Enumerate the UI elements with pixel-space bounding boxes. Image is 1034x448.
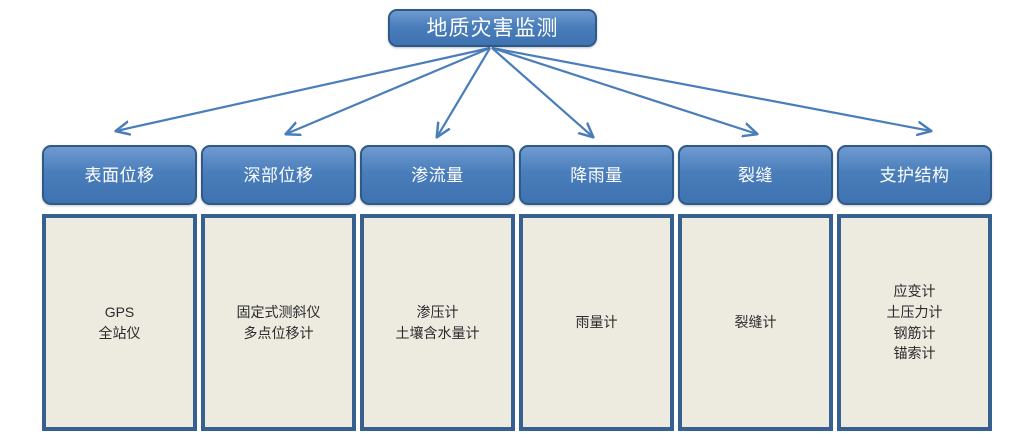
branch-header-label-2: 深部位移 — [243, 165, 314, 185]
branch-panel-text-3: 渗压计 土壤含水量计 — [395, 303, 480, 341]
branch-panel-text-4: 雨量计 — [575, 314, 618, 331]
branch-panel-text-2: 固定式测斜仪 多点位移计 — [236, 303, 321, 341]
connector-to-branch-4 — [491, 47, 593, 137]
branch-header-5[interactable]: 裂缝 — [678, 145, 833, 205]
connector-to-branch-1 — [116, 46, 491, 131]
branch-panel-6: 应变计 土压力计 钢筋计 锚索计 — [837, 214, 992, 431]
branch-header-label-1: 表面位移 — [84, 165, 155, 185]
branch-column-6: 支护结构 应变计 土压力计 钢筋计 锚索计 — [837, 145, 992, 431]
branch-header-label-3: 渗流量 — [411, 165, 464, 185]
connector-to-branch-5 — [491, 46, 757, 134]
branch-panel-1: GPS 全站仪 — [42, 214, 197, 431]
branch-header-4[interactable]: 降雨量 — [519, 145, 674, 205]
branch-header-label-5: 裂缝 — [738, 165, 773, 185]
branch-column-3: 渗流量 渗压计 土壤含水量计 — [360, 145, 515, 431]
branch-column-4: 降雨量 雨量计 — [519, 145, 674, 431]
branch-column-2: 深部位移 固定式测斜仪 多点位移计 — [201, 145, 356, 431]
branch-panel-5: 裂缝计 — [678, 214, 833, 431]
root-node[interactable]: 地质灾害监测 — [388, 9, 597, 47]
branch-panel-text-5: 裂缝计 — [734, 314, 777, 331]
branch-header-1[interactable]: 表面位移 — [42, 145, 197, 205]
branch-panel-4: 雨量计 — [519, 214, 674, 431]
branch-panel-text-1: GPS 全站仪 — [98, 303, 141, 341]
branch-column-1: 表面位移 GPS 全站仪 — [42, 145, 197, 431]
root-node-label: 地质灾害监测 — [426, 16, 559, 40]
branch-header-label-4: 降雨量 — [570, 165, 623, 185]
connector-to-branch-2 — [286, 46, 491, 134]
connector-to-branch-6 — [491, 46, 931, 131]
branch-header-6[interactable]: 支护结构 — [837, 145, 992, 205]
branch-header-2[interactable]: 深部位移 — [201, 145, 356, 205]
branch-column-5: 裂缝 裂缝计 — [678, 145, 833, 431]
branch-panel-3: 渗压计 土壤含水量计 — [360, 214, 515, 431]
branch-panel-2: 固定式测斜仪 多点位移计 — [201, 214, 356, 431]
branch-header-label-6: 支护结构 — [879, 165, 950, 185]
branch-panel-text-6: 应变计 土压力计 钢筋计 锚索计 — [886, 283, 943, 362]
branch-header-3[interactable]: 渗流量 — [360, 145, 515, 205]
connector-to-branch-3 — [437, 47, 491, 137]
